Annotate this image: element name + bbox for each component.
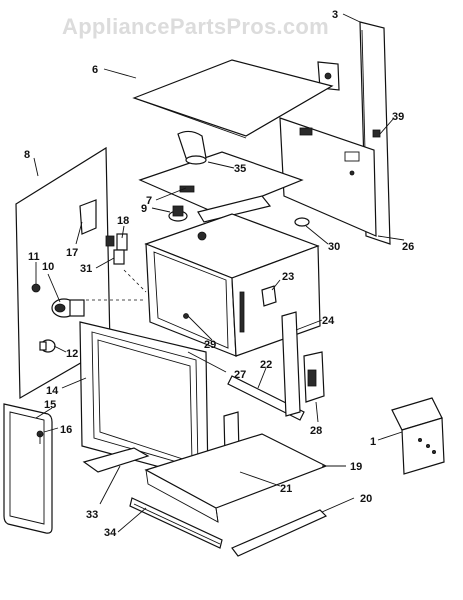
part-20-trim-strip[interactable] <box>231 509 328 557</box>
rear-bracket[interactable] <box>317 61 340 91</box>
part-10-lamp-socket[interactable] <box>51 298 85 318</box>
callout-8: 8 <box>24 149 30 161</box>
part-24-bracket[interactable] <box>281 311 301 417</box>
callout-26: 26 <box>402 241 414 253</box>
callout-23: 23 <box>282 271 294 283</box>
part-17-hinge-bracket[interactable] <box>79 199 97 235</box>
callout-15: 15 <box>44 399 56 411</box>
callout-20: 20 <box>360 493 372 505</box>
part-18-switch[interactable] <box>105 233 128 251</box>
part-6-top-panel[interactable] <box>132 59 334 139</box>
callout-39: 39 <box>392 111 404 123</box>
callout-34: 34 <box>104 527 117 539</box>
part-26-rear-panel[interactable] <box>279 117 377 237</box>
callout-22: 22 <box>260 359 272 371</box>
callout-16: 16 <box>60 424 72 436</box>
callout-18: 18 <box>117 215 129 227</box>
callout-24: 24 <box>322 315 335 327</box>
callout-14: 14 <box>46 385 59 397</box>
part-33-rail[interactable] <box>82 447 150 473</box>
part-28-latch[interactable] <box>303 351 325 403</box>
callout-1: 1 <box>370 436 376 448</box>
callout-31: 31 <box>80 263 92 275</box>
leader-lines <box>33 13 405 533</box>
callout-labels: 3 6 39 8 35 7 9 18 17 11 10 31 30 26 23 … <box>24 9 414 539</box>
callout-33: 33 <box>86 509 98 521</box>
callout-11: 11 <box>28 251 40 263</box>
callout-27: 27 <box>234 369 246 381</box>
callout-28: 28 <box>310 425 322 437</box>
callout-3: 3 <box>332 9 338 21</box>
callout-7: 7 <box>146 195 152 207</box>
part-34-trim-strip[interactable] <box>129 497 223 549</box>
callout-10: 10 <box>42 261 54 273</box>
part-11-screw[interactable] <box>31 283 41 293</box>
callout-9: 9 <box>141 203 147 215</box>
part-9-sensor[interactable] <box>168 205 188 222</box>
watermark-logo: AppliancePartsPros.com <box>62 14 330 39</box>
part-23-bracket[interactable] <box>261 285 277 307</box>
callout-29: 29 <box>204 339 216 351</box>
part-31-clip[interactable] <box>113 249 125 265</box>
callout-12: 12 <box>66 348 78 360</box>
part-7-vent-cover[interactable] <box>138 151 304 223</box>
part-1-vent-bracket[interactable] <box>391 397 445 475</box>
callout-6: 6 <box>92 64 98 76</box>
callout-30: 30 <box>328 241 340 253</box>
callout-17: 17 <box>66 247 78 259</box>
part-35-vent-duct[interactable] <box>177 130 207 165</box>
part-22-rail[interactable] <box>227 375 305 421</box>
callout-21: 21 <box>280 483 292 495</box>
part-30-plug[interactable] <box>294 217 310 227</box>
callout-35: 35 <box>234 163 246 175</box>
part-12-lamp-bulb[interactable] <box>39 339 56 353</box>
part-15-gasket[interactable] <box>3 403 53 534</box>
part-16-clip[interactable] <box>36 430 44 444</box>
callout-19: 19 <box>350 461 362 473</box>
